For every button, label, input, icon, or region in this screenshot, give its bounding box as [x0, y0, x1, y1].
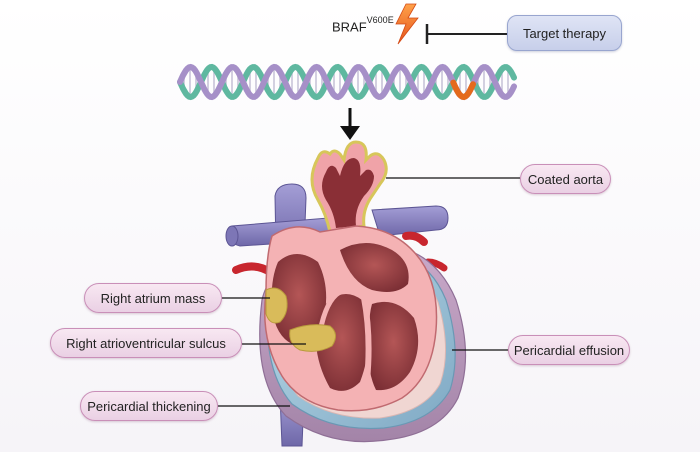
- pericardial-effusion-label: Pericardial effusion: [508, 335, 630, 365]
- gene-mutation-label: BRAFV600E: [332, 15, 394, 35]
- right-av-sulcus-label: Right atrioventricular sulcus: [50, 328, 242, 358]
- lightning-bolt-icon: [395, 3, 419, 45]
- dna-helix-icon: [177, 63, 517, 101]
- coated-aorta-label: Coated aorta: [520, 164, 611, 194]
- heart-illustration: [225, 140, 467, 447]
- target-therapy-label: Target therapy: [507, 15, 622, 51]
- pericardial-thickening-label: Pericardial thickening: [80, 391, 218, 421]
- leader-lines: [218, 177, 520, 407]
- down-arrow-icon: [340, 108, 360, 140]
- mutation-name: V600E: [366, 15, 394, 25]
- gene-name: BRAF: [332, 19, 367, 35]
- inhibition-bar-icon: [425, 24, 507, 44]
- right-atrium-mass-label: Right atrium mass: [84, 283, 222, 313]
